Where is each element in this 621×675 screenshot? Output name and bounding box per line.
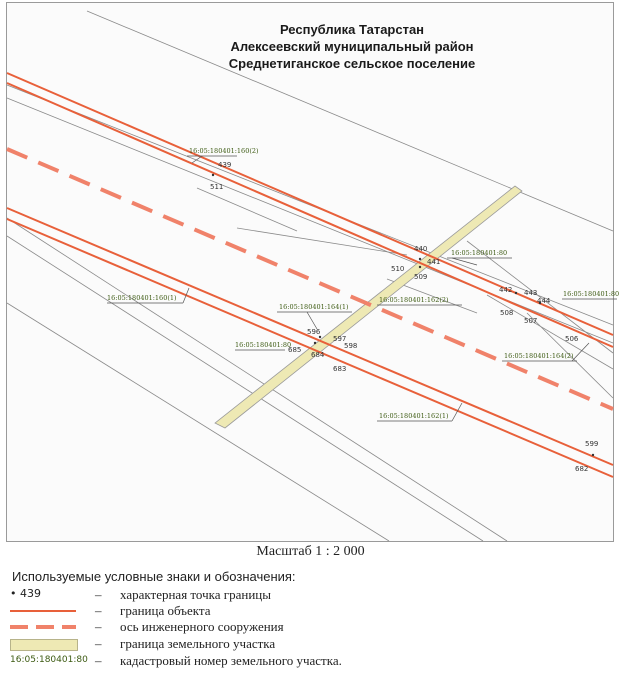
object-boundary-line — [6, 218, 614, 478]
point-label: 510 — [391, 265, 404, 273]
plot-lines — [6, 10, 614, 542]
legend-object-label: граница объекта — [120, 603, 211, 618]
point-label: 509 — [414, 273, 427, 281]
leader — [571, 342, 590, 362]
point-marker — [418, 265, 422, 269]
legend-plot-label: граница земельного участка — [120, 636, 276, 651]
engineering-axis — [6, 147, 614, 411]
scale-label: Масштаб 1 : 2 000 — [256, 544, 365, 559]
cadastral-label: 16:05:180401:164(2) — [504, 352, 574, 360]
point-label: 599 — [585, 440, 598, 448]
cadastral-label: 16:05:180401:162(2) — [379, 296, 449, 304]
point-label: 684 — [311, 351, 325, 359]
map-title-settlement: Среднетиганское сельское поселение — [228, 56, 476, 71]
point-marker — [514, 291, 518, 295]
point-label: 682 — [575, 465, 588, 473]
plot-line — [86, 10, 614, 232]
legend-row-axis: – ось инженерного сооружения — [8, 619, 608, 635]
legend-dash: – — [95, 603, 102, 618]
point-label: 508 — [500, 309, 513, 317]
legend-row-plot: – граница земельного участка — [8, 636, 608, 652]
cadastral-label: 16:05:180401:160(1) — [107, 294, 177, 302]
plot-line — [6, 235, 484, 542]
legend-row-point: • 439 – характерная точка границы — [8, 587, 608, 603]
leader — [451, 257, 478, 266]
plot-line — [6, 217, 508, 542]
point-marker — [318, 335, 322, 339]
legend-point-label: характерная точка границы — [120, 587, 271, 602]
point-label: 439 — [218, 161, 231, 169]
plot-line — [466, 240, 614, 354]
legend-cad-label: кадастровый номер земельного участка. — [120, 653, 342, 668]
legend-dash: – — [95, 653, 102, 668]
point-label: 683 — [333, 365, 346, 373]
map-frame: 439 511 440 441 510 509 442 443 444 508 … — [6, 2, 619, 542]
point-label: 443 — [524, 289, 537, 297]
point-label: 442 — [499, 286, 512, 294]
point-label: 440 — [414, 245, 427, 253]
point-label: 507 — [524, 317, 537, 325]
object-boundary-line — [6, 207, 614, 466]
legend-dash: – — [95, 619, 102, 634]
map-canvas: 439 511 440 441 510 509 442 443 444 508 … — [6, 10, 619, 542]
legend-cad-sample: 16:05:180401:80 — [10, 655, 88, 665]
cadastral-label: 16:05:180401:80 — [235, 341, 291, 349]
plot-line — [486, 294, 614, 370]
legend-point-sample: • 439 — [10, 587, 41, 600]
point-label: 511 — [210, 183, 223, 191]
cadastral-label: 16:05:180401:80 — [563, 290, 619, 298]
point-label: 441 — [427, 258, 440, 266]
leader — [191, 155, 203, 164]
legend-object-swatch — [8, 603, 80, 619]
map-title-district: Алексеевский муниципальный район — [230, 39, 474, 54]
cadastral-label: 16:05:180401:160(2) — [189, 147, 259, 155]
point-marker — [418, 257, 422, 261]
point-label: 506 — [565, 335, 579, 343]
point-label: 598 — [344, 342, 357, 350]
object-boundary — [6, 72, 614, 478]
point-label: 596 — [307, 328, 321, 336]
legend-axis-label: ось инженерного сооружения — [120, 619, 284, 634]
cadastral-label: 16:05:180401:162(1) — [379, 412, 449, 420]
point-marker — [538, 301, 542, 305]
object-boundary-line — [6, 72, 614, 336]
plot-line — [6, 302, 390, 542]
leader — [306, 311, 318, 330]
point-label: 685 — [288, 346, 301, 354]
point-label: 444 — [537, 297, 551, 305]
point-label: 597 — [333, 335, 346, 343]
legend-row-cadastral: 16:05:180401:80 – кадастровый номер земе… — [8, 653, 608, 669]
point-marker — [591, 453, 595, 457]
land-plot-road — [214, 185, 523, 429]
leader-lines — [107, 155, 617, 422]
legend-axis-swatch — [8, 619, 80, 635]
leader — [182, 287, 190, 304]
cadastral-label: 16:05:180401:164(1) — [279, 303, 349, 311]
points — [211, 173, 595, 457]
legend-plot-swatch — [8, 636, 80, 652]
plot-line — [236, 227, 408, 256]
map-title-region: Республика Татарстан — [279, 22, 425, 37]
point-marker — [313, 341, 317, 345]
point-marker — [211, 173, 215, 177]
legend-row-object: – граница объекта — [8, 603, 608, 619]
legend-dash: – — [95, 636, 102, 651]
plot-line — [196, 187, 298, 232]
leader — [451, 402, 463, 422]
legend-title: Используемые условные знаки и обозначени… — [12, 569, 296, 584]
legend-dash: – — [95, 587, 102, 602]
object-boundary-line — [6, 82, 614, 348]
cadastral-label: 16:05:180401:80 — [451, 249, 507, 257]
